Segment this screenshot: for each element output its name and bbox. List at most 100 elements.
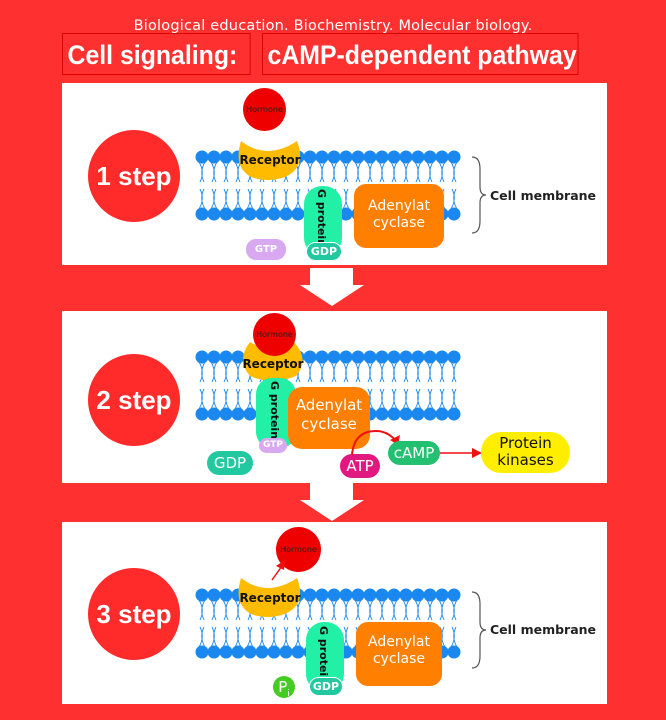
lipid-tail xyxy=(210,188,218,210)
camp-to-kinases-arrow xyxy=(440,448,482,458)
lipid-head xyxy=(411,350,425,364)
title-right: cAMP-dependent pathway xyxy=(262,33,579,75)
lipid-head xyxy=(387,588,401,602)
lipid-tail xyxy=(366,361,374,383)
lipid-tail xyxy=(198,161,206,183)
lipid-head xyxy=(423,150,437,164)
ac-line1: Adenylat xyxy=(368,634,430,650)
lipid-head xyxy=(435,350,449,364)
lipid-tail xyxy=(210,599,218,621)
lipid-head xyxy=(219,350,233,364)
hormone-1: Hormone xyxy=(243,88,286,131)
lipid-tail xyxy=(438,388,446,410)
lipid-tail xyxy=(426,161,434,183)
lipid-head xyxy=(351,150,365,164)
lipid-head xyxy=(423,350,437,364)
lipid-tail xyxy=(246,626,254,648)
step-3-circle: 3 step xyxy=(88,568,180,660)
lipid-head xyxy=(291,207,305,221)
lipid-head xyxy=(399,588,413,602)
lipid-head xyxy=(399,150,413,164)
lipid-head xyxy=(423,588,437,602)
pk-line1: Protein xyxy=(499,434,552,452)
lipid-head xyxy=(363,150,377,164)
receptor-1: Receptor xyxy=(239,153,301,167)
lipid-tail xyxy=(330,599,338,621)
lipid-tail xyxy=(306,361,314,383)
lipid-tail xyxy=(378,599,386,621)
lipid-head xyxy=(219,207,233,221)
lipid-head xyxy=(291,645,305,659)
lipid-head xyxy=(231,645,245,659)
lipid-head xyxy=(447,407,461,421)
step-2-circle: 2 step xyxy=(88,354,180,446)
lipid-tail xyxy=(222,388,230,410)
lipid-head xyxy=(207,407,221,421)
g-protein-label-2: G protein xyxy=(268,381,281,440)
lipid-head xyxy=(327,150,341,164)
pi-label: P xyxy=(278,678,288,696)
gtp-2: GTP xyxy=(259,438,287,453)
lipid-tail xyxy=(450,626,458,648)
lipid-head xyxy=(279,207,293,221)
lipid-head xyxy=(327,588,341,602)
lipid-tail xyxy=(450,388,458,410)
lipid-head xyxy=(243,645,257,659)
lipid-tail xyxy=(378,361,386,383)
lipid-tail xyxy=(258,626,266,648)
down-arrow-2 xyxy=(300,483,364,521)
gtp-1: GTP xyxy=(246,239,286,260)
lipid-tail xyxy=(414,388,422,410)
lipid-head xyxy=(387,150,401,164)
ac-line2: cyclase xyxy=(372,215,426,231)
lipid-head xyxy=(303,588,317,602)
lipid-head xyxy=(411,588,425,602)
lipid-head xyxy=(411,150,425,164)
lipid-tail xyxy=(354,599,362,621)
lipid-tail xyxy=(378,388,386,410)
lipid-tail xyxy=(210,361,218,383)
lipid-tail xyxy=(222,188,230,210)
ac-line1: Adenylat xyxy=(295,396,363,414)
g-protein-label-3: G protein xyxy=(317,626,330,685)
lipid-tail xyxy=(414,161,422,183)
lipid-head xyxy=(387,407,401,421)
hormone-release-arrow xyxy=(271,560,285,581)
lipid-head xyxy=(339,150,353,164)
ac-line2: cyclase xyxy=(372,651,426,667)
lipid-head xyxy=(219,645,233,659)
lipid-tail xyxy=(450,361,458,383)
atp-2: ATP xyxy=(340,454,380,478)
lipid-head xyxy=(315,150,329,164)
lipid-tail xyxy=(246,188,254,210)
lipid-tail xyxy=(390,161,398,183)
receptor-shape-3 xyxy=(238,578,301,617)
lipid-tail xyxy=(198,388,206,410)
lipid-tail xyxy=(450,161,458,183)
lipid-tail xyxy=(378,161,386,183)
lipid-tail xyxy=(222,361,230,383)
lipid-head xyxy=(435,407,449,421)
lipid-head xyxy=(423,407,437,421)
lipid-tail xyxy=(390,361,398,383)
lipid-tail xyxy=(330,161,338,183)
lipid-tail xyxy=(258,188,266,210)
lipid-head xyxy=(447,150,461,164)
lipid-tail xyxy=(342,361,350,383)
lipid-tail xyxy=(234,626,242,648)
g-protein-label-1: G protein xyxy=(315,189,328,248)
lipid-tail xyxy=(318,599,326,621)
lipid-head xyxy=(267,207,281,221)
lipid-head xyxy=(219,407,233,421)
lipid-head xyxy=(195,150,209,164)
lipid-head xyxy=(339,588,353,602)
lipid-head xyxy=(447,350,461,364)
lipid-tail xyxy=(354,361,362,383)
lipid-head xyxy=(207,350,221,364)
lipid-head xyxy=(351,588,365,602)
lipid-tail xyxy=(270,626,278,648)
lipid-tail xyxy=(198,188,206,210)
receptor-3: Receptor xyxy=(239,591,301,605)
